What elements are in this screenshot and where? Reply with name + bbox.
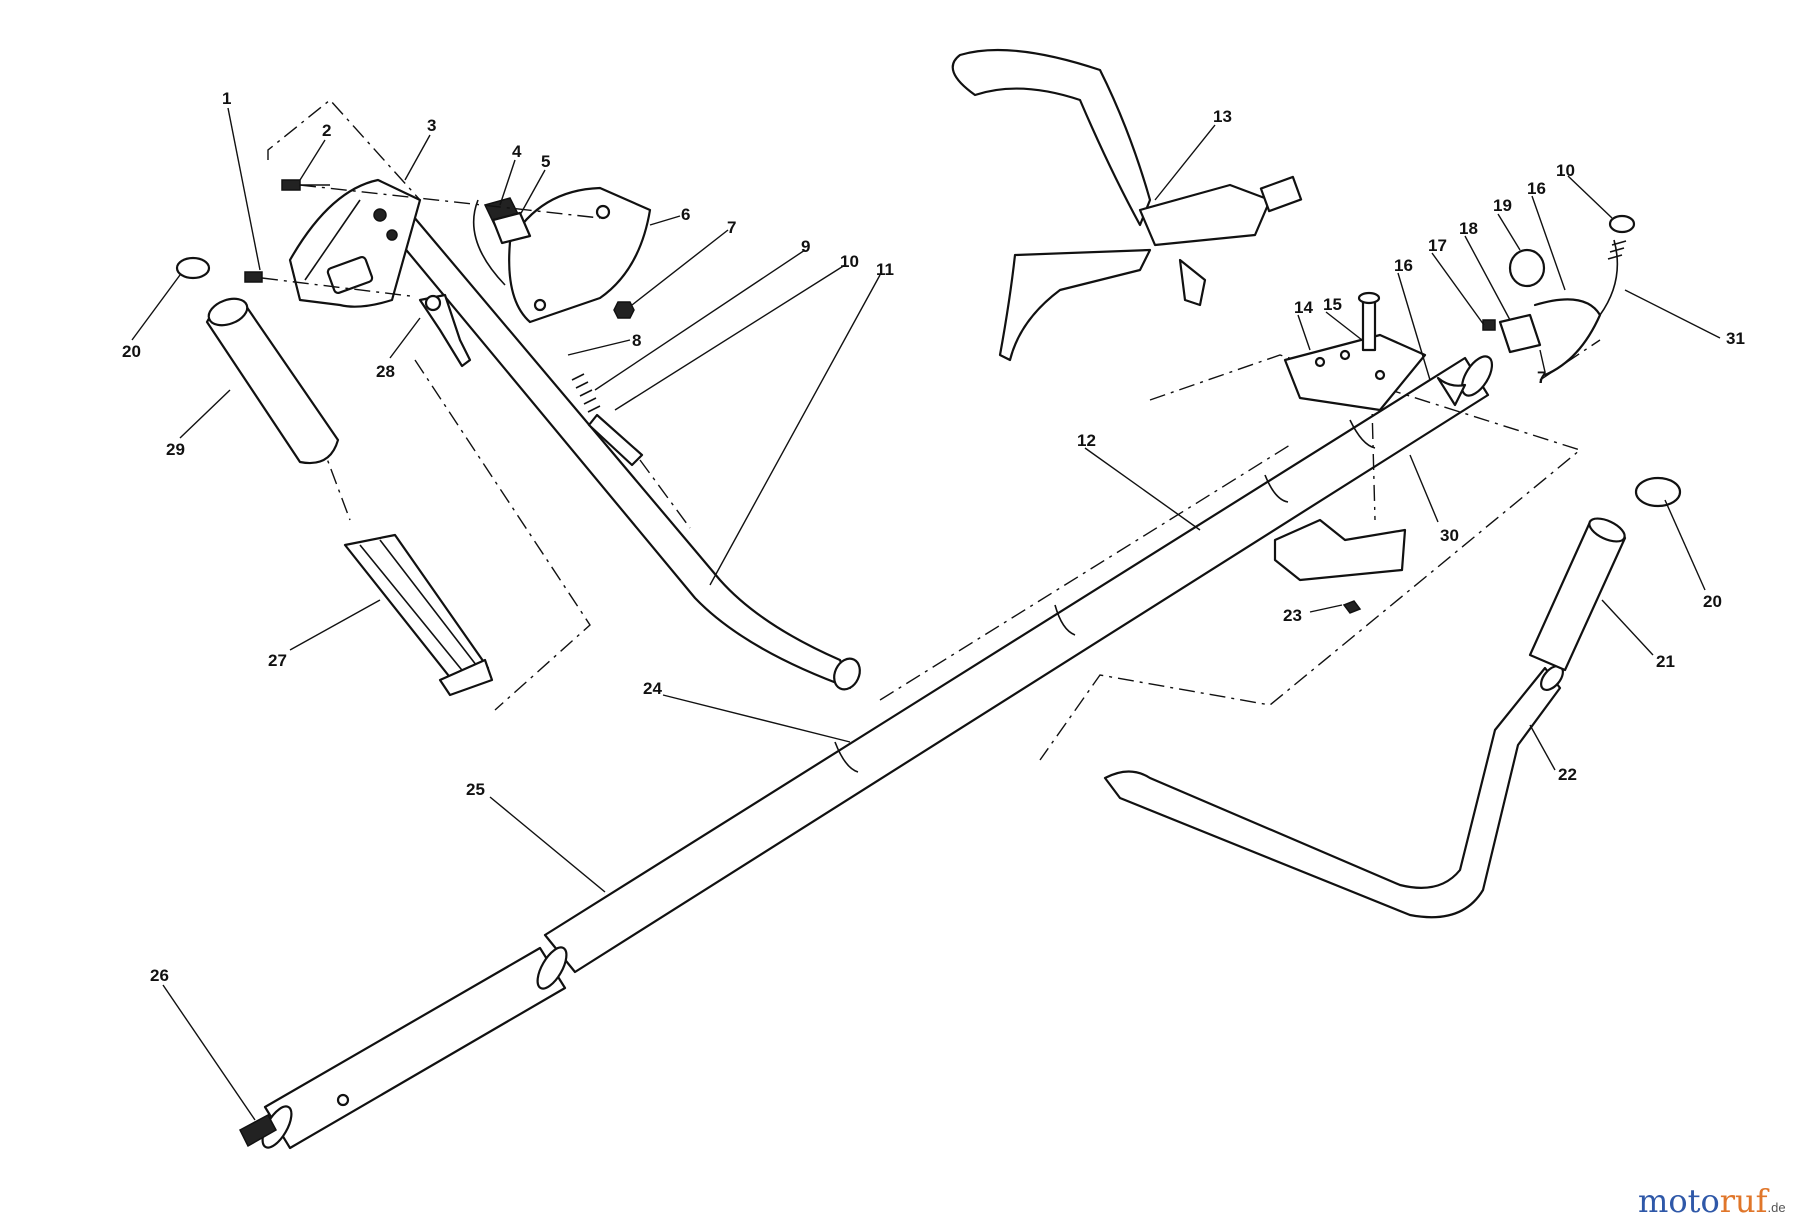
watermark-ruf: ruf — [1719, 1182, 1768, 1220]
callout-c3: 3 — [427, 116, 437, 135]
callout-c10a: 10 — [840, 252, 859, 271]
callout-c22: 22 — [1558, 765, 1577, 784]
watermark-mo: mo — [1638, 1182, 1688, 1220]
stop-switch — [483, 197, 532, 245]
callout-c31: 31 — [1726, 329, 1745, 348]
callout-c21: 21 — [1656, 652, 1675, 671]
callout-c6: 6 — [681, 205, 691, 224]
callout-c1: 1 — [222, 89, 232, 108]
callout-c19: 19 — [1493, 196, 1512, 215]
throttle-housing — [288, 178, 422, 308]
watermark-suffix: .de — [1767, 1200, 1786, 1215]
callout-c7b: 7 — [1537, 368, 1547, 387]
lower-shaft-tube — [239, 946, 568, 1150]
callout-c14: 14 — [1294, 298, 1313, 317]
callout-c7a: 7 — [727, 218, 737, 237]
callout-c15: 15 — [1323, 295, 1342, 314]
callout-c4: 4 — [512, 142, 522, 161]
motoruf-watermark-logo: motoruf.de — [1638, 1182, 1786, 1220]
callout-c13: 13 — [1213, 107, 1232, 126]
callout-c18: 18 — [1459, 219, 1478, 238]
throttle-cable — [1599, 214, 1636, 316]
callout-c30: 30 — [1440, 526, 1459, 545]
callout-c29: 29 — [166, 440, 185, 459]
callout-c10b: 10 — [1556, 161, 1575, 180]
callout-leaders — [131, 107, 1721, 1121]
right-handle — [1103, 476, 1682, 919]
callout-c27: 27 — [268, 651, 287, 670]
screws — [244, 179, 635, 319]
callout-c11: 11 — [876, 260, 894, 279]
watermark-to: to — [1687, 1182, 1720, 1220]
callout-c16b: 16 — [1527, 179, 1546, 198]
shoulder-harness — [951, 48, 1303, 362]
throttle-spring — [571, 373, 691, 529]
clamp-hardware — [1436, 248, 1602, 407]
callout-c17: 17 — [1428, 236, 1447, 255]
handle-clamp — [1273, 291, 1427, 614]
callout-c16a: 16 — [1394, 256, 1413, 275]
callout-c23: 23 — [1283, 606, 1302, 625]
callout-c20b: 20 — [1703, 592, 1722, 611]
callout-c26: 26 — [150, 966, 169, 985]
handle-bracket — [343, 533, 494, 697]
callout-c8: 8 — [632, 331, 642, 350]
callout-c9: 9 — [801, 237, 811, 256]
callout-c5: 5 — [541, 152, 551, 171]
throttle-trigger — [418, 293, 472, 368]
callout-c25: 25 — [466, 780, 485, 799]
callout-c20a: 20 — [122, 342, 141, 361]
callout-c2: 2 — [322, 121, 332, 140]
left-grip — [175, 256, 340, 465]
callout-c12: 12 — [1077, 431, 1096, 450]
callout-c24: 24 — [643, 679, 662, 698]
callout-c28: 28 — [376, 362, 395, 381]
housing-cover — [472, 186, 652, 324]
